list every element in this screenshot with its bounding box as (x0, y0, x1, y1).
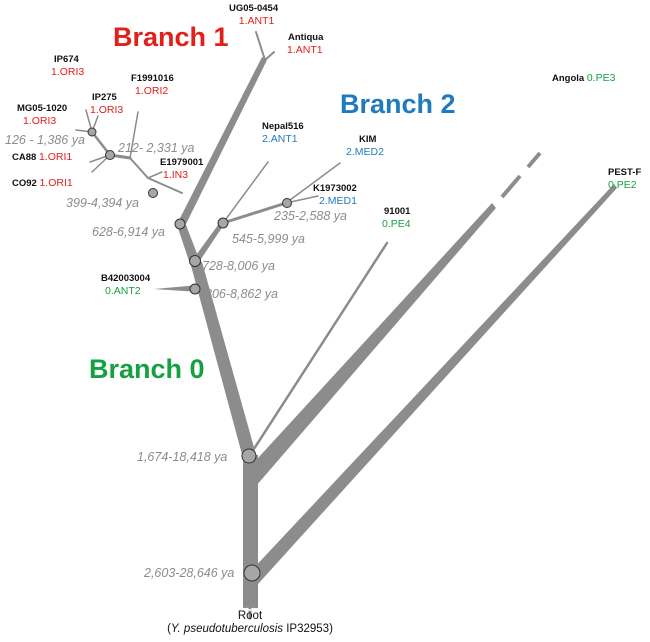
date-d7: 728-8,006 ya (202, 259, 275, 273)
strain-group: 1.ANT1 (238, 14, 275, 27)
branch-1-title: Branch 1 (113, 22, 229, 52)
s91001-branch (248, 241, 389, 457)
strain-name: K1973002 (313, 183, 357, 194)
root-title: Root (237, 610, 263, 622)
strain-group: 1.ORI1 (38, 151, 73, 163)
date-d2: 212- 2,331 ya (118, 141, 195, 155)
strain-name: 91001 (384, 206, 411, 217)
node-d5 (282, 198, 292, 208)
strain-name: MG05-1020 (17, 103, 68, 114)
strain-name: F1991016 (131, 73, 174, 84)
branch-2-stem (191, 221, 225, 262)
strain-name: B42003004 (101, 273, 151, 284)
strain-group: 0.PE2 (608, 178, 637, 191)
strain-ug05-0454: UG05-0454 1.ANT1 (229, 3, 279, 27)
node-d6 (217, 217, 229, 229)
date-d8: 806-8,862 ya (205, 287, 278, 301)
strain-group: 1.ORI3 (51, 65, 85, 78)
node-d4 (174, 218, 186, 230)
strain-k1973002: K1973002 2.MED1 (313, 183, 357, 207)
strain-name: IP674 (54, 54, 79, 65)
date-d6: 545-5,999 ya (232, 232, 305, 246)
strain-mg05-1020: MG05-1020 1.ORI3 (17, 103, 68, 127)
strain-group: 1.ORI3 (23, 114, 57, 127)
strain-group: 1.ORI2 (135, 84, 169, 97)
date-d9: 1,674-18,418 ya (137, 450, 228, 464)
branch-2-title: Branch 2 (340, 89, 456, 119)
strain-ip674: IP674 1.ORI3 (51, 54, 85, 78)
root-label: Root (Y. pseudotuberculosis IP32953) (150, 610, 350, 636)
strain-group: 0.ANT2 (105, 284, 141, 297)
strain-angola: Angola 0.PE3 (552, 72, 615, 85)
strain-name: Angola (552, 73, 585, 84)
strain-name: CO92 (12, 178, 37, 189)
strain-name: IP275 (92, 92, 117, 103)
strain-name: Nepal516 (262, 121, 304, 132)
strain-group: 1.ANT1 (287, 43, 323, 56)
date-d10: 2,603-28,646 ya (144, 566, 235, 580)
date-d5: 235-2,588 ya (274, 209, 347, 223)
strain-co92: CO92 1.ORI1 (12, 177, 73, 190)
node-d2 (105, 150, 115, 160)
node-d10 (243, 564, 261, 582)
date-d3: 399-4,394 ya (66, 196, 139, 210)
angola-dash (500, 174, 522, 199)
strain-kim: KIM 2.MED2 (346, 134, 384, 158)
branch-1-stem (176, 57, 267, 226)
node-d7 (189, 255, 201, 267)
strain-pest-f: PEST-F 0.PE2 (608, 167, 642, 191)
strain-group: 1.ORI3 (90, 103, 124, 116)
node-d3 (148, 188, 158, 198)
branch-0-title: Branch 0 (89, 354, 205, 384)
strain-group: 0.PE3 (586, 72, 616, 84)
strain-name: E1979001 (160, 157, 204, 168)
date-d4: 628-6,914 ya (92, 225, 165, 239)
node-d9 (241, 448, 257, 464)
strain-ca88: CA88 1.ORI1 (12, 151, 72, 164)
stem-upper (177, 225, 201, 264)
strain-group: 2.ANT1 (262, 132, 298, 145)
node-d1 (87, 127, 97, 137)
main-stem (190, 262, 257, 458)
strain-name: KIM (359, 134, 377, 145)
strain-f1991016: F1991016 1.ORI2 (131, 73, 174, 97)
date-d1: 126 - 1,386 ya (5, 133, 85, 147)
node-d8 (189, 283, 201, 295)
outgroup-label: (Y. pseudotuberculosis IP32953) (167, 623, 333, 636)
strain-group: 1.IN3 (163, 168, 189, 181)
strain-name: CA88 (12, 152, 37, 163)
strain-name: UG05-0454 (229, 3, 279, 14)
strain-e1979001: E1979001 1.IN3 (160, 157, 204, 181)
strain-b42003004: B42003004 0.ANT2 (101, 273, 151, 297)
strain-nepal516: Nepal516 2.ANT1 (262, 121, 304, 145)
angola-branch (247, 203, 496, 486)
strain-antiqua: Antiqua 1.ANT1 (287, 32, 324, 56)
strain-ip275: IP275 1.ORI3 (90, 92, 124, 116)
strain-group: 0.PE4 (382, 217, 411, 230)
strain-name: Antiqua (288, 32, 324, 43)
b42003004-wedge (154, 285, 199, 292)
strain-group: 2.MED1 (319, 194, 357, 207)
strain-name: PEST-F (608, 167, 642, 178)
pest-f-branch (250, 184, 617, 584)
strain-group: 2.MED2 (346, 145, 384, 158)
strain-91001: 91001 0.PE4 (382, 206, 411, 230)
strain-group: 1.ORI1 (39, 177, 73, 189)
